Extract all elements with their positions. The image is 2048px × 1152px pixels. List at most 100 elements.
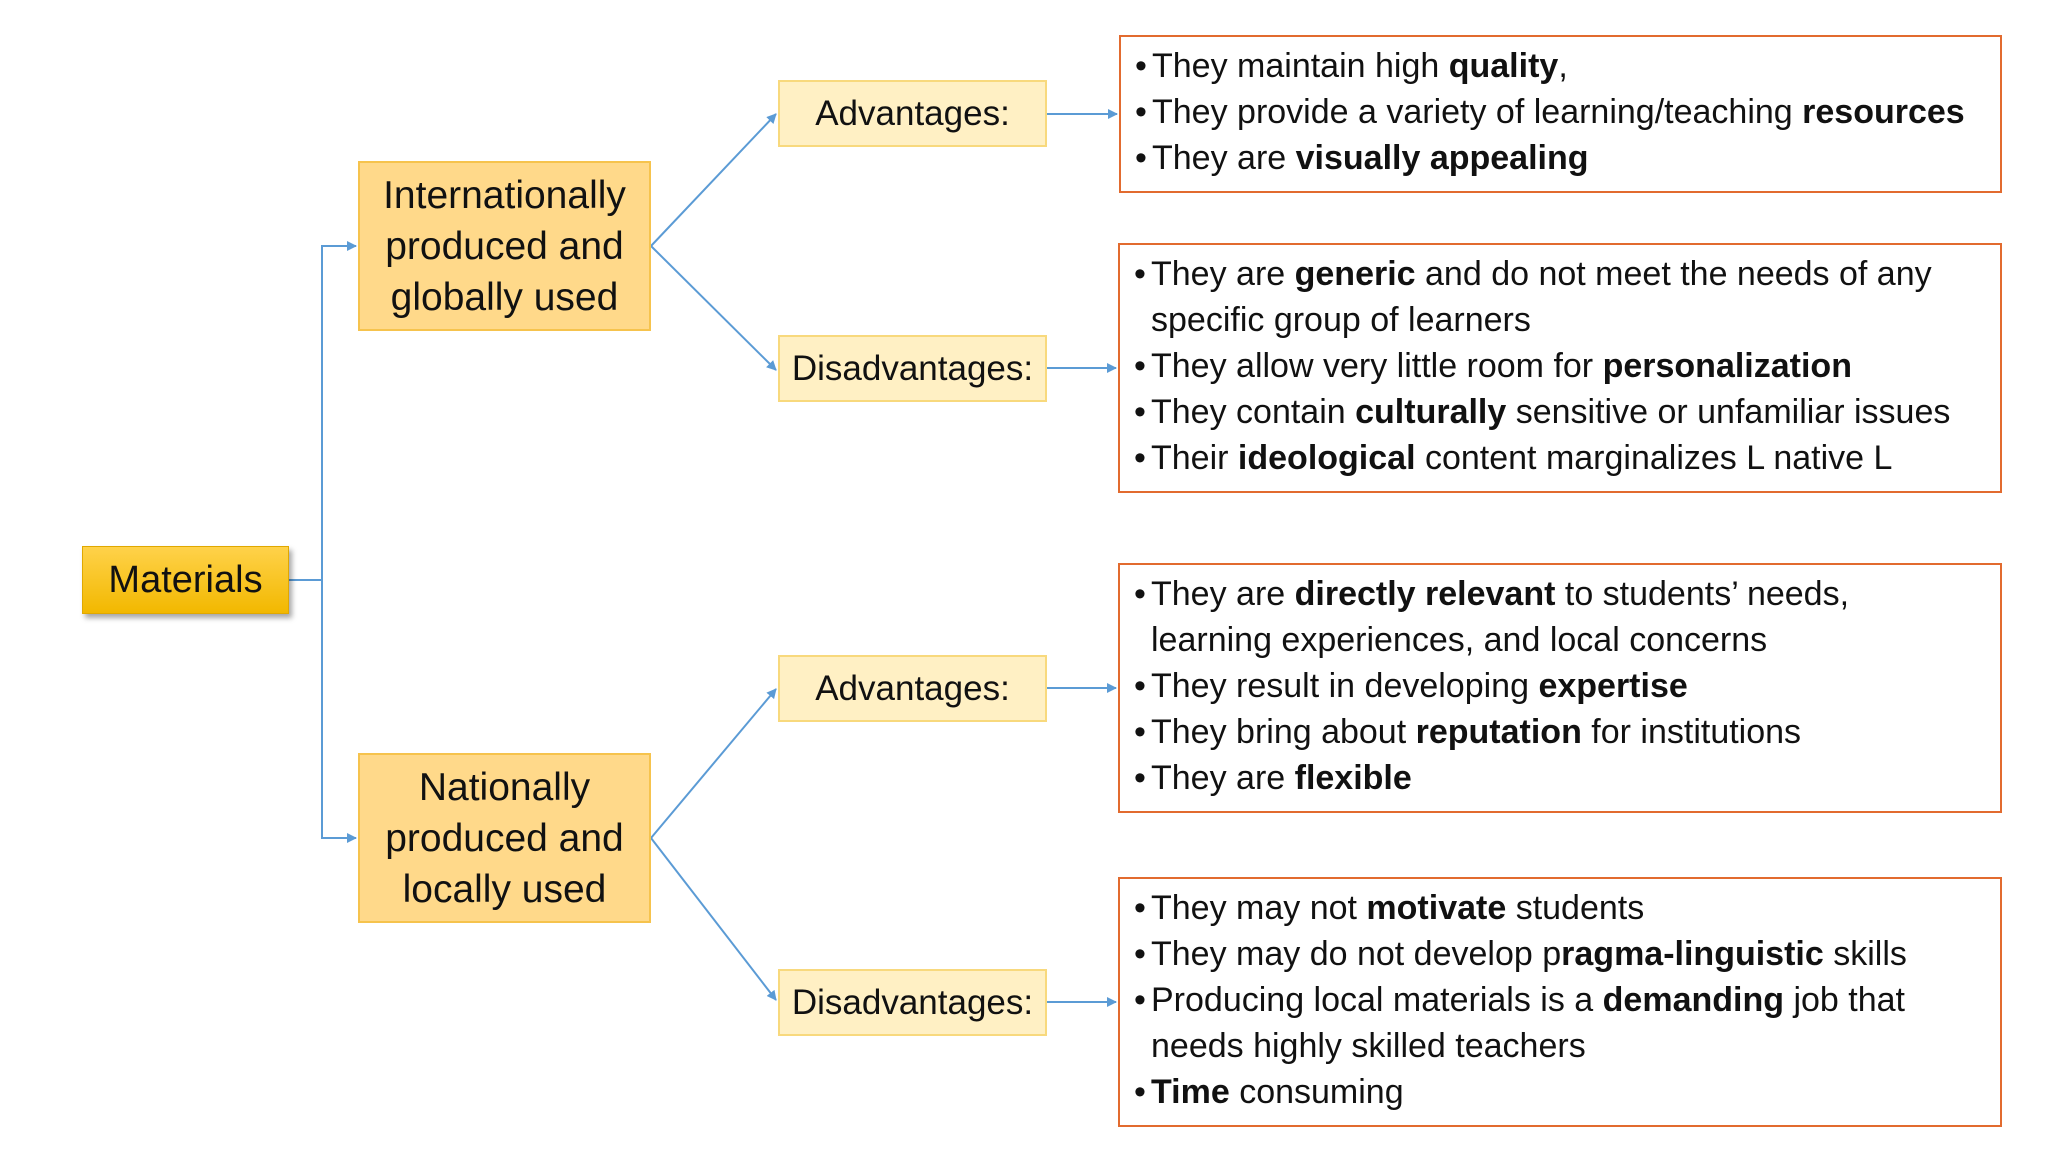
detail-item: •Their ideological content marginalizes … [1134,435,1990,481]
bullet-icon: • [1134,713,1146,751]
advantages-label-text: Advantages: [815,93,1010,133]
detail-item: needs highly skilled teachers [1134,1023,1990,1069]
item-text: They are [1152,139,1296,177]
item-text: needs highly skilled teachers [1151,1027,1586,1065]
category-international: Internationally produced and globally us… [358,161,651,331]
detail-list: •They are directly relevant to students’… [1134,571,1990,801]
emphasis-text: quality [1448,47,1559,85]
bullet-icon: • [1135,139,1147,177]
bullet-icon: • [1134,439,1146,477]
item-text: They maintain high [1152,47,1449,85]
detail-item: •Time consuming [1134,1069,1990,1115]
detail-list: •They maintain high quality,•They provid… [1135,43,1990,181]
item-text: They allow very little room for [1151,347,1603,385]
category-international-title: Internationally produced and globally us… [383,170,626,323]
item-text: sensitive or unfamiliar issues [1506,393,1951,431]
item-text: Their [1151,439,1238,477]
detail-item: •They are directly relevant to students’… [1134,571,1990,617]
bullet-icon: • [1134,889,1146,927]
detail-item: specific group of learners [1134,297,1990,343]
emphasis-text: Time [1151,1073,1230,1111]
disadvantages-label-international: Disadvantages: [778,335,1047,402]
item-text: They may not [1151,889,1367,927]
advantages-label-national: Advantages: [778,655,1047,722]
item-text: They bring about [1151,713,1416,751]
item-text: learning experiences, and local concerns [1151,621,1768,659]
bullet-icon: • [1134,667,1146,705]
item-text: job that [1784,981,1905,1019]
category-national: Nationally produced and locally used [358,753,651,923]
emphasis-text: motivate [1366,889,1507,927]
bullet-icon: • [1134,575,1146,613]
title-line: Internationally [383,173,626,217]
detail-list: •They are generic and do not meet the ne… [1134,251,1990,481]
bullet-icon: • [1134,1073,1146,1111]
detail-item: •They may not motivate students [1134,885,1990,931]
bullet-icon: • [1134,347,1146,385]
detail-list: •They may not motivate students•They may… [1134,885,1990,1115]
title-line: produced and [385,816,624,860]
emphasis-text: expertise [1538,667,1688,705]
details-international-advantages: •They maintain high quality,•They provid… [1119,35,2002,193]
connector-international-to-advantages [650,113,777,247]
bullet-icon: • [1134,393,1146,431]
emphasis-text: generic [1294,255,1416,293]
bullet-icon: • [1134,759,1146,797]
detail-item: •They may do not develop pragma-linguist… [1134,931,1990,977]
item-text: for institutions [1581,713,1802,751]
item-text: They may do not develop p [1151,935,1562,973]
item-text: students [1506,889,1645,927]
disadvantages-label-text: Disadvantages: [791,348,1034,388]
detail-item: •They result in developing expertise [1134,663,1990,709]
emphasis-text: culturally [1355,393,1507,431]
bullet-icon: • [1135,47,1147,85]
connector-root-to-international [287,241,357,581]
detail-item: •They are flexible [1134,755,1990,801]
item-text: consuming [1229,1073,1404,1111]
emphasis-text: ragma-linguistic [1561,935,1824,973]
item-text: , [1558,47,1568,85]
item-text: They are [1151,759,1295,797]
emphasis-text: visually appealing [1295,139,1589,177]
emphasis-text: flexible [1294,759,1412,797]
bullet-icon: • [1134,981,1146,1019]
title-line: globally used [390,275,619,319]
advantages-label-text: Advantages: [815,668,1010,708]
item-text: and do not meet the needs of any [1415,255,1932,293]
root-node-materials: Materials [82,546,289,614]
emphasis-text: demanding [1602,981,1784,1019]
emphasis-text: ideological [1237,439,1416,477]
emphasis-text: directly relevant [1294,575,1556,613]
connector-national-to-disadvantages [650,837,777,1001]
disadvantages-label-national: Disadvantages: [778,969,1047,1036]
bullet-icon: • [1135,93,1147,131]
item-text: content marginalizes L native L [1415,439,1893,477]
detail-item: learning experiences, and local concerns [1134,617,1990,663]
bullet-icon: • [1134,935,1146,973]
detail-item: •They contain culturally sensitive or un… [1134,389,1990,435]
emphasis-text: resources [1802,93,1965,131]
detail-item: •They provide a variety of learning/teac… [1135,89,1990,135]
item-text: skills [1823,935,1907,973]
root-label: Materials [108,558,263,601]
title-line: locally used [402,867,607,911]
item-text: specific group of learners [1151,301,1531,339]
item-text: to students’ needs, [1555,575,1850,613]
title-line: Nationally [418,765,591,809]
bullet-icon: • [1134,255,1146,293]
detail-item: •They maintain high quality, [1135,43,1990,89]
detail-item: •They allow very little room for persona… [1134,343,1990,389]
detail-item: •They bring about reputation for institu… [1134,709,1990,755]
detail-item: •They are generic and do not meet the ne… [1134,251,1990,297]
emphasis-text: personalization [1602,347,1852,385]
connector-root-to-national [321,580,357,843]
details-national-disadvantages: •They may not motivate students•They may… [1118,877,2002,1127]
emphasis-text: reputation [1415,713,1582,751]
item-text: They provide a variety of learning/teach… [1152,93,1803,131]
details-international-disadvantages: •They are generic and do not meet the ne… [1118,243,2002,493]
detail-item: •They are visually appealing [1135,135,1990,181]
connector-national-to-advantages [650,688,777,839]
disadvantages-label-text: Disadvantages: [791,982,1034,1022]
